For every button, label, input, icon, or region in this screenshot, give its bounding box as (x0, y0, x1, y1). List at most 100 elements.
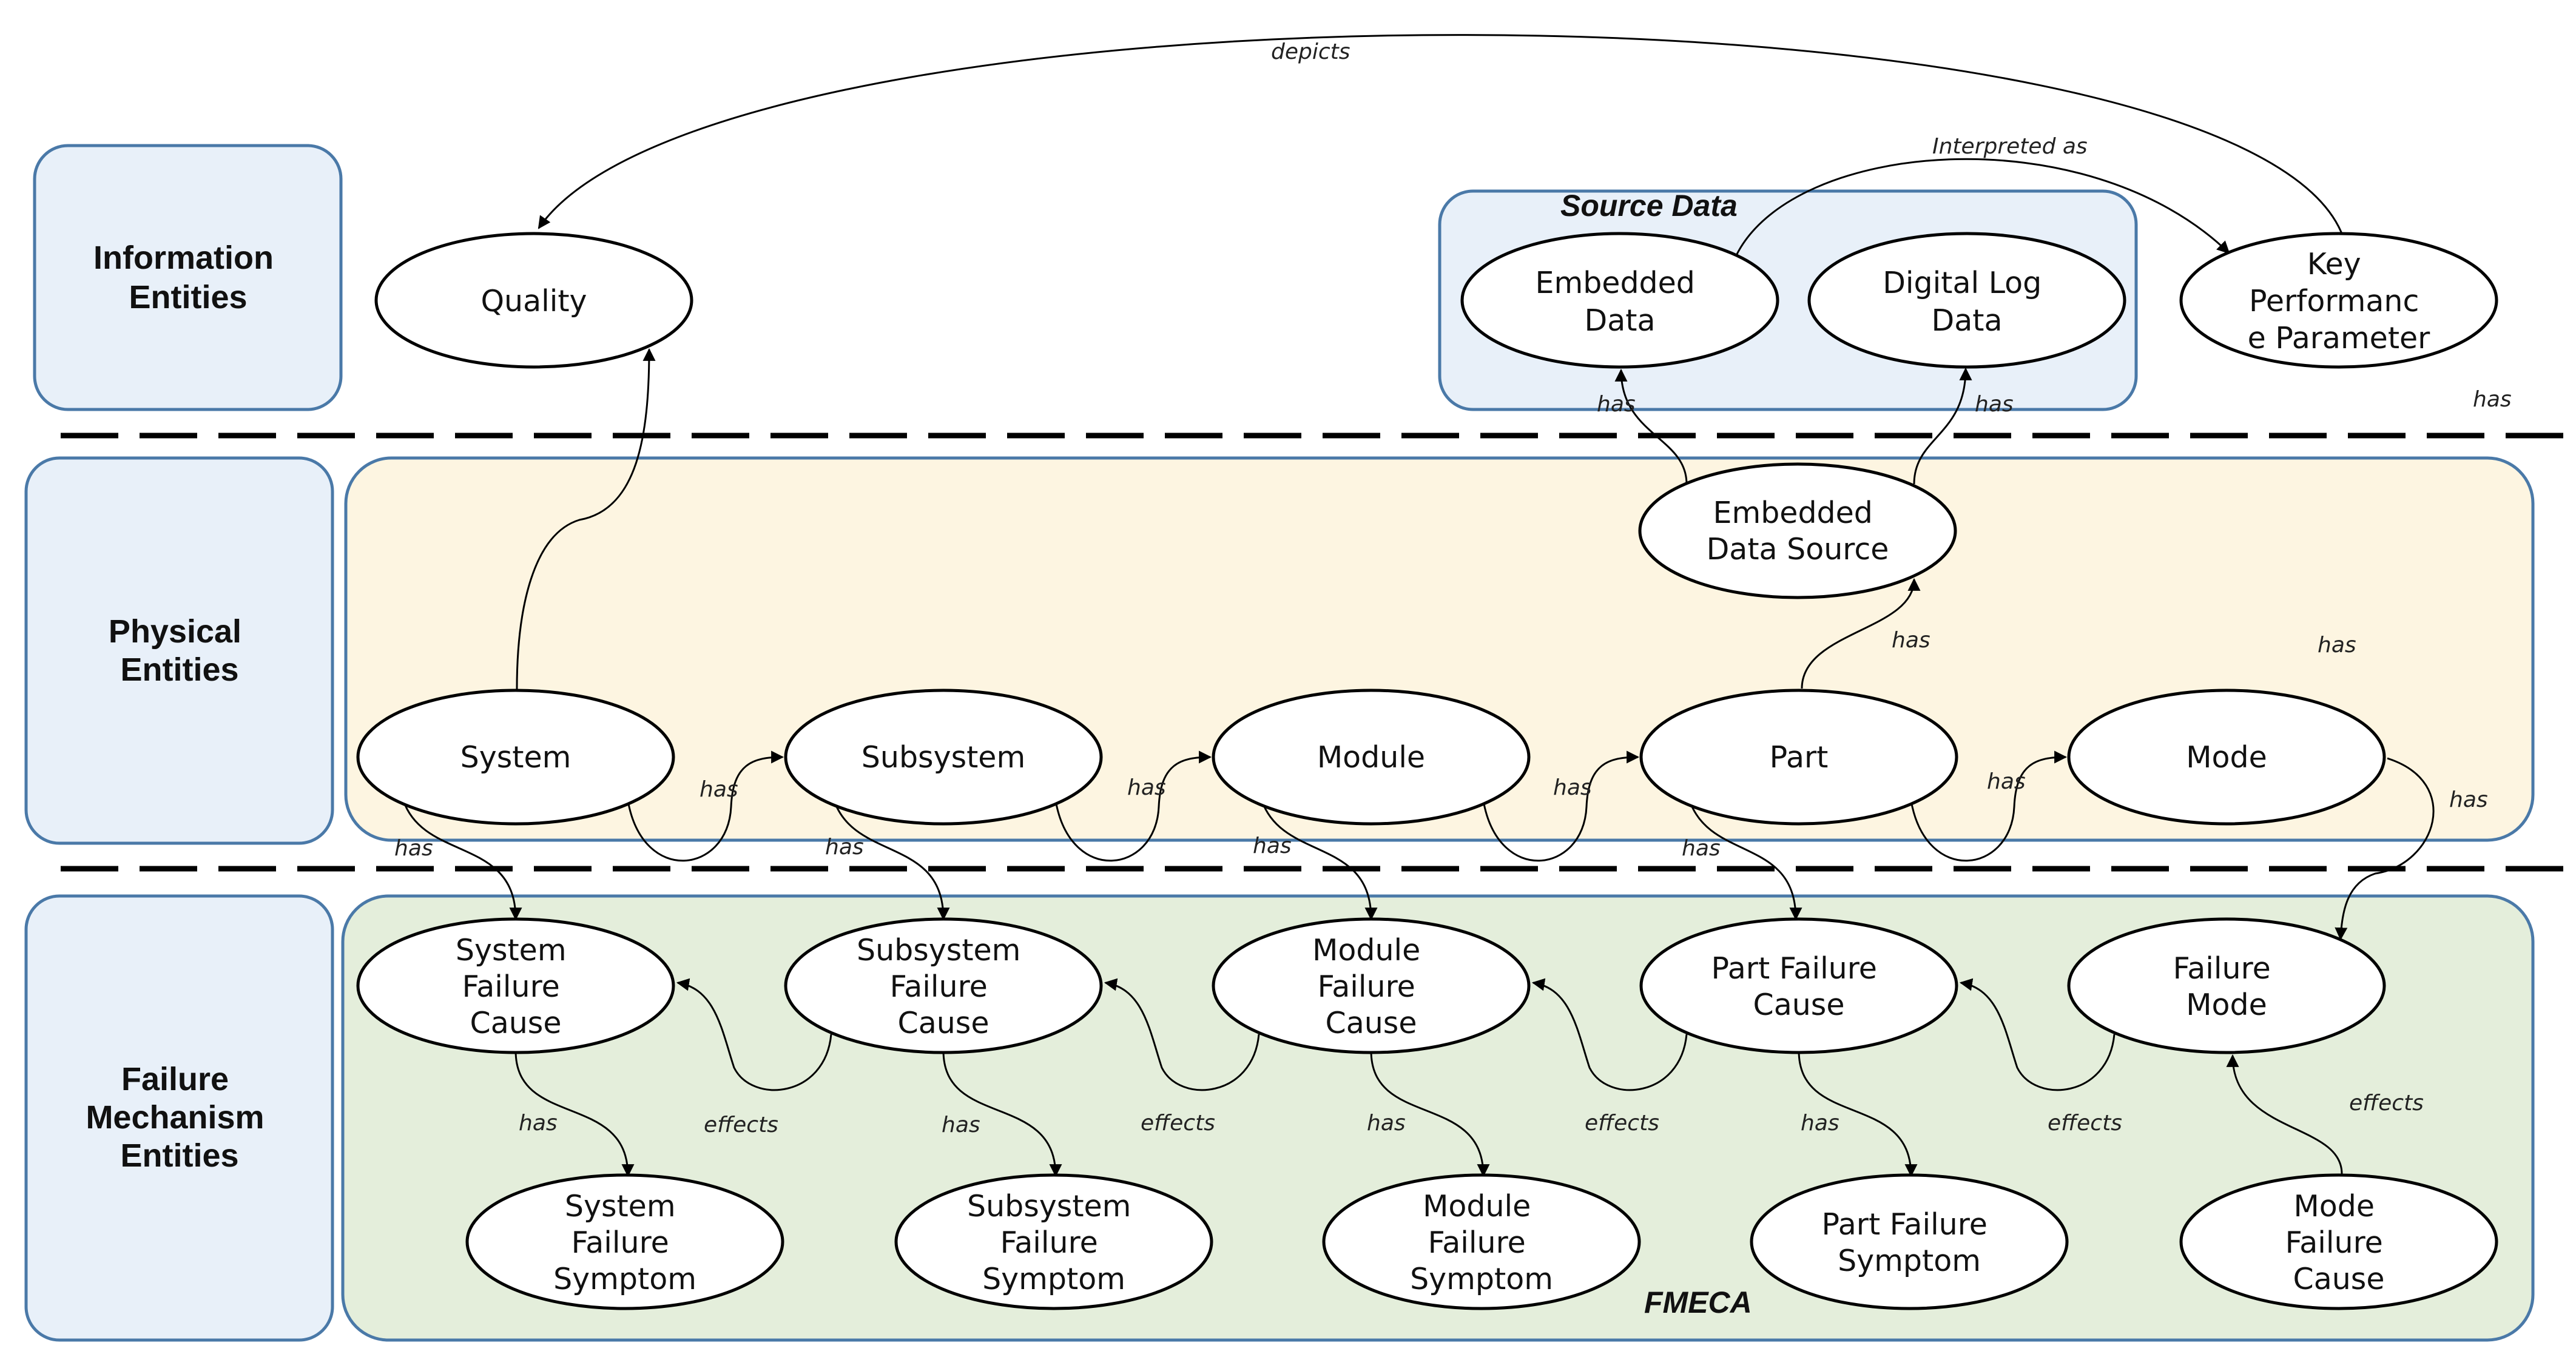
edge-subsystem-has-module (1054, 750, 1212, 862)
node-module: Module (1212, 689, 1531, 826)
failure-mechanism-entities-row-box (24, 894, 334, 1342)
node-embedded-data: Embedded Data (1460, 232, 1779, 369)
node-part: Part (1639, 689, 1958, 826)
edge-label-interpreted-as: Interpreted as (1932, 134, 2088, 159)
edge-subsystem-cause-effects-system-cause (676, 978, 832, 1091)
node-system-failure-symptom: System Failure Symptom (465, 1173, 784, 1310)
edge-label-has-mode-top: has (2318, 633, 2356, 658)
edge-part-has-mode (1910, 750, 2068, 862)
edge-label-has-subsystem-symptom: has (942, 1113, 980, 1137)
information-entities-row-box (33, 144, 343, 411)
edge-labels: depicts Interpreted as has has has has h… (394, 39, 2512, 1137)
node-quality: Quality (374, 232, 693, 369)
node-system-failure-symptom-label: System Failure Symptom (553, 1189, 696, 1296)
node-failure-mode: Failure Mode (2067, 917, 2386, 1054)
edge-system-to-quality (516, 348, 656, 690)
node-embedded-data-label: Embedded Data (1536, 266, 1705, 338)
edge-subsystem-has-subsystem-failure-cause (833, 800, 950, 921)
node-key-performance-parameter: Key Performanc e Parameter (2179, 232, 2498, 369)
node-embedded-data-source-label: Embedded Data Source (1707, 496, 1889, 567)
physical-entities-row-box (24, 456, 334, 845)
fmeca-title: FMECA (1644, 1285, 1752, 1319)
edge-label-has-module-cause: has (1253, 834, 1292, 858)
node-subsystem: Subsystem (784, 689, 1103, 826)
node-digital-log-data-label: Digital Log Data (1883, 266, 2051, 338)
node-key-performance-parameter-label: Key Performanc e Parameter (2248, 247, 2431, 355)
edge-label-has-system-subsystem: has (700, 777, 738, 802)
node-module-failure-cause-label: Module Failure Cause (1312, 933, 1430, 1040)
edge-label-has-part-mode: has (1987, 769, 2026, 794)
node-system-failure-cause-label: System Failure Cause (456, 933, 576, 1040)
node-module-failure-symptom: Module Failure Symptom (1322, 1173, 1641, 1310)
source-data-title: Source Data (1560, 189, 1738, 223)
node-part-failure-cause: Part Failure Cause (1639, 917, 1958, 1054)
information-entities-label: Information Entities (93, 240, 283, 315)
node-subsystem-failure-cause-label: Subsystem Failure Cause (857, 933, 1030, 1040)
node-embedded-data-source: Embedded Data Source (1638, 462, 1957, 599)
edge-label-has-subsystem-module: has (1127, 775, 1166, 800)
edge-label-has-digital-log: has (1975, 392, 2014, 417)
edge-label-has-part-cause: has (1682, 836, 1721, 861)
edge-part-cause-effects-module-cause (1531, 978, 1688, 1091)
node-mode-failure-cause-label: Mode Failure Cause (2285, 1189, 2393, 1296)
node-subsystem-label: Subsystem (861, 740, 1025, 775)
edges (402, 34, 2435, 1177)
edge-failure-mode-effects-part-cause (1959, 978, 2116, 1091)
edge-part-has-eds (1801, 578, 1921, 689)
edge-system-has-subsystem (627, 750, 784, 862)
edge-label-has-module-part: has (1553, 775, 1592, 800)
edge-label-effects-failure-mode-part: effects (2048, 1111, 2122, 1136)
edge-mode-cause-effects-failure-mode (2226, 1054, 2343, 1174)
edge-label-effects-subsystem-system: effects (704, 1113, 778, 1137)
node-subsystem-failure-symptom-label: Subsystem Failure Symptom (967, 1189, 1141, 1296)
edge-label-has-part-symptom: has (1801, 1111, 1839, 1136)
edge-label-has-mode-failure-mode: has (2449, 787, 2488, 812)
edge-system-has-system-failure-cause (402, 800, 522, 921)
edge-label-has-system-symptom: has (519, 1111, 558, 1136)
edge-part-has-part-failure-cause (1688, 800, 1802, 921)
edge-label-depicts: depicts (1271, 39, 1350, 64)
edge-part-cause-has-symptom (1798, 1050, 1918, 1177)
node-mode: Mode (2067, 689, 2386, 826)
node-system-failure-cause: System Failure Cause (356, 917, 675, 1054)
edge-module-has-part (1482, 750, 1640, 862)
node-mode-label: Mode (2186, 740, 2267, 775)
node-system-label: System (460, 740, 572, 775)
node-failure-mode-label: Failure Mode (2173, 951, 2281, 1022)
node-part-failure-symptom: Part Failure Symptom (1750, 1173, 2069, 1310)
node-part-failure-cause-label: Part Failure Cause (1711, 951, 1886, 1022)
node-mode-failure-cause: Mode Failure Cause (2179, 1173, 2498, 1310)
failure-mechanism-entities-label: Failure Mechanism Entities (86, 1061, 273, 1174)
node-subsystem-failure-cause: Subsystem Failure Cause (784, 917, 1103, 1054)
edge-label-has-system-cause: has (394, 836, 433, 861)
edge-label-has-subsystem-cause: has (825, 835, 864, 860)
node-part-label: Part (1770, 740, 1829, 775)
edge-label-has-kpp: has (2473, 387, 2512, 412)
edge-eds-has-embedded-data (1614, 368, 1688, 485)
edge-label-effects-part-module: effects (1585, 1111, 1659, 1136)
node-digital-log-data: Digital Log Data (1807, 232, 2126, 369)
edge-label-has-module-symptom: has (1367, 1111, 1406, 1136)
edge-kpp-depicts-quality (538, 34, 2343, 234)
physical-entities-label: Physical Entities (109, 613, 251, 688)
edge-label-effects-mode-cause: effects (2349, 1091, 2424, 1116)
node-system: System (356, 689, 675, 826)
edge-label-effects-module-subsystem: effects (1141, 1111, 1215, 1136)
edge-embedded-data-interpreted-as-kpp (1734, 158, 2230, 258)
edge-subsystem-cause-has-symptom (942, 1050, 1062, 1177)
node-subsystem-failure-symptom: Subsystem Failure Symptom (894, 1173, 1213, 1310)
node-module-failure-cause: Module Failure Cause (1212, 917, 1531, 1054)
edge-mode-has-failure-mode (2335, 757, 2435, 941)
edge-label-has-eds: has (1892, 628, 1930, 653)
edge-eds-has-digital-log-data (1913, 367, 1972, 485)
node-quality-label: Quality (480, 284, 587, 318)
node-module-label: Module (1317, 740, 1425, 775)
node-module-failure-symptom-label: Module Failure Symptom (1410, 1189, 1553, 1296)
edge-label-has-embedded-data: has (1597, 392, 1636, 417)
edge-module-cause-has-symptom (1370, 1050, 1490, 1177)
node-part-failure-symptom-label: Part Failure Symptom (1821, 1207, 1997, 1278)
edge-system-cause-has-symptom (514, 1050, 635, 1177)
edge-module-cause-effects-subsystem-cause (1104, 978, 1260, 1091)
edge-module-has-module-failure-cause (1261, 800, 1378, 921)
